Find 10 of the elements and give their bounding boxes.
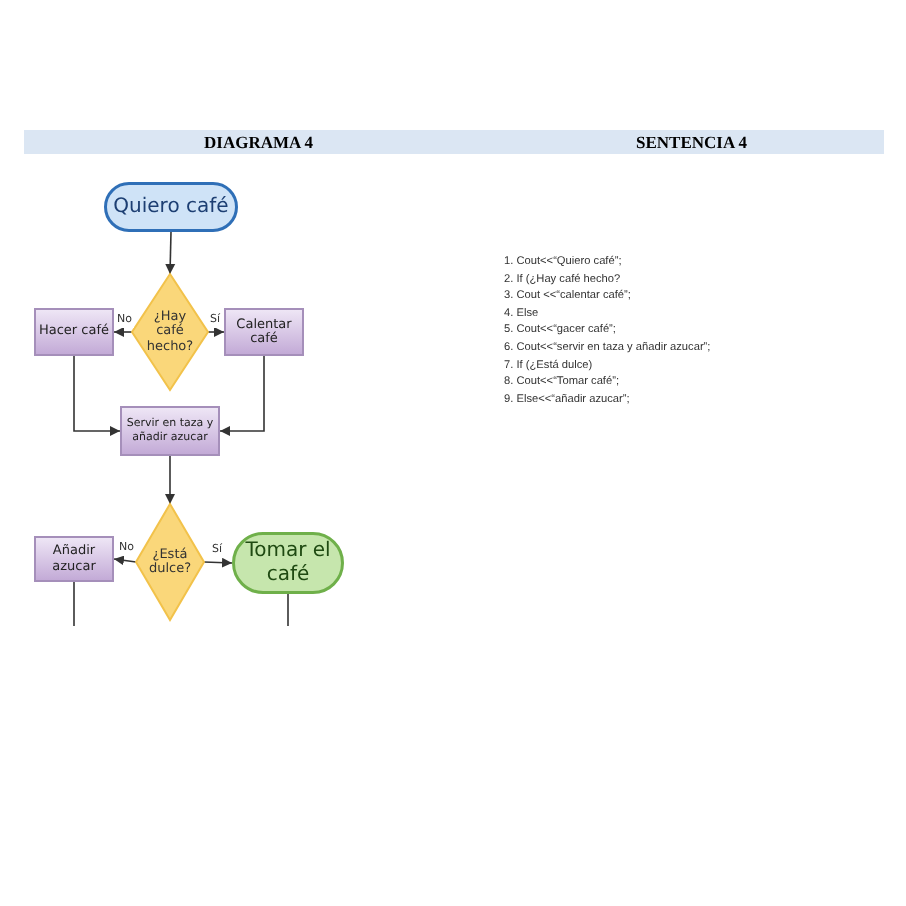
column-heading: DIAGRAMA 4 xyxy=(204,132,314,152)
arrow xyxy=(207,327,225,337)
arrow xyxy=(165,455,175,505)
arrow xyxy=(203,557,233,568)
arrow xyxy=(73,355,121,436)
arrow xyxy=(113,327,133,337)
column-heading: SENTENCIA 4 xyxy=(636,132,748,152)
arrow xyxy=(219,355,265,436)
arrow xyxy=(165,231,176,275)
arrow xyxy=(113,555,137,566)
